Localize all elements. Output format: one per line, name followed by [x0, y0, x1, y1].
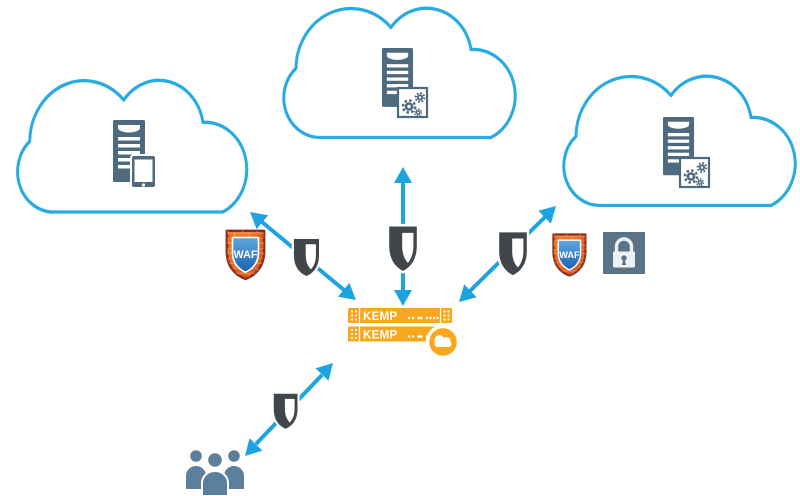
waf-shield-left	[225, 229, 266, 281]
cloud-left	[15, 78, 249, 214]
lock-icon	[601, 230, 647, 276]
load-balancer-stack	[346, 306, 461, 360]
kemp-loadmaster-1	[346, 306, 454, 325]
gears-icon	[678, 156, 711, 189]
waf-shield-right	[552, 233, 587, 277]
cloud-badge	[425, 324, 461, 360]
shield-icon-center	[386, 223, 420, 274]
shield-icon-left	[291, 236, 322, 279]
cloud-right	[562, 74, 797, 208]
shield-icon-right	[496, 229, 530, 278]
cloud-center	[282, 6, 517, 140]
shield-icon-bottom	[271, 391, 300, 432]
gears-icon	[396, 86, 429, 119]
users-icon	[184, 448, 246, 496]
mobile-phone-icon	[130, 154, 157, 189]
